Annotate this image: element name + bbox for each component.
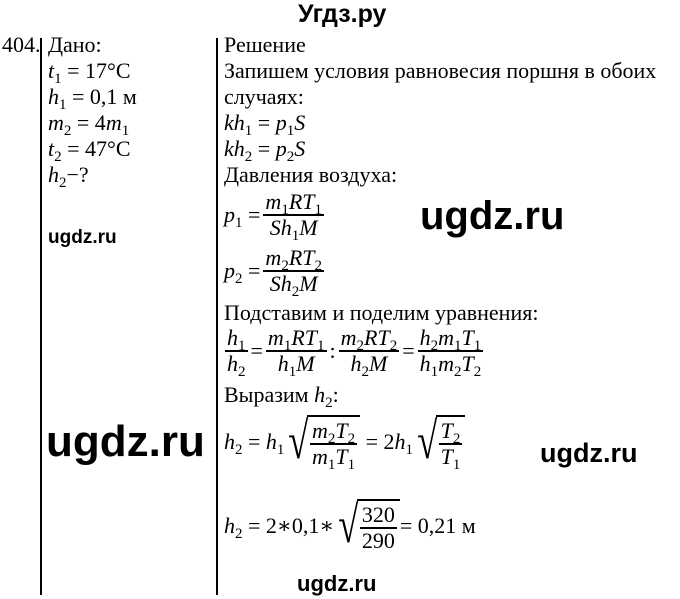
var: p <box>275 136 287 161</box>
sub: 1 <box>286 123 295 139</box>
sub: 2 <box>63 123 72 139</box>
solution-text-3: Давления воздуха: <box>224 162 398 187</box>
watermark: ugdz.ru <box>297 571 377 596</box>
colon: : <box>332 382 339 407</box>
sub: 2 <box>244 149 253 165</box>
var: p <box>275 110 287 135</box>
given-t2: t2 = 47°C <box>48 136 131 165</box>
var: kh <box>224 136 245 161</box>
watermark: ugdz.ru <box>540 438 638 468</box>
solution-text-1: Запишем условия равновесия поршня в обои… <box>224 58 657 83</box>
value: = 47°C <box>61 136 131 161</box>
equation-2: kh2 = p2S <box>224 136 306 165</box>
value: = 4 <box>71 110 106 135</box>
watermark: ugdz.ru <box>46 417 205 466</box>
watermark: ugdz.ru <box>48 227 117 248</box>
watermark: ugdz.ru <box>420 194 565 238</box>
equation-1: kh1 = p1S <box>224 110 306 139</box>
sub: 2 <box>59 175 67 191</box>
middle-divider <box>216 38 218 595</box>
var: h <box>48 84 59 109</box>
value: = 17°C <box>61 58 131 83</box>
var: h <box>48 162 59 187</box>
problem-number: 404. <box>2 32 41 57</box>
var: t <box>48 58 55 83</box>
operator: ∗ <box>319 513 335 538</box>
given-m2: m2 = 4m1 <box>48 110 130 139</box>
var: m <box>48 110 64 135</box>
var: h <box>314 382 326 407</box>
solution-title: Решение <box>224 32 306 57</box>
equals: = <box>252 136 276 161</box>
denominator: 290 <box>361 528 395 553</box>
result: = 0,21 м <box>399 513 476 538</box>
sub: 2 <box>325 395 333 411</box>
var: t <box>48 136 55 161</box>
sub: 1 <box>121 123 130 139</box>
sub: 2 <box>54 149 62 165</box>
solution-text-2: случаях: <box>224 84 304 109</box>
given-h2: h2−? <box>48 162 89 191</box>
sub: 1 <box>59 97 67 113</box>
given-t1: t1 = 17°C <box>48 58 131 87</box>
value: 2 <box>265 513 277 538</box>
var: S <box>294 136 306 161</box>
solution-text-4: Подставим и поделим уравнения: <box>224 300 539 325</box>
operator: ∗ <box>276 513 292 538</box>
left-divider <box>40 38 42 595</box>
given-title: Дано: <box>48 32 102 57</box>
value: 0,1 <box>291 513 320 538</box>
var: S <box>294 110 306 135</box>
value: = 0,1 м <box>66 84 137 109</box>
equals: = <box>252 110 276 135</box>
solution-text-5: Выразим h2: <box>224 382 339 411</box>
var: kh <box>224 110 245 135</box>
value: −? <box>66 162 89 187</box>
watermark-top: Угдз.ру <box>298 0 387 28</box>
var: m <box>105 110 122 135</box>
sub: 1 <box>244 123 253 139</box>
text: Выразим <box>224 382 315 407</box>
sub: 2 <box>286 149 295 165</box>
given-h1: h1 = 0,1 м <box>48 84 137 113</box>
sub: 1 <box>54 71 62 87</box>
numerator: 320 <box>359 502 397 529</box>
